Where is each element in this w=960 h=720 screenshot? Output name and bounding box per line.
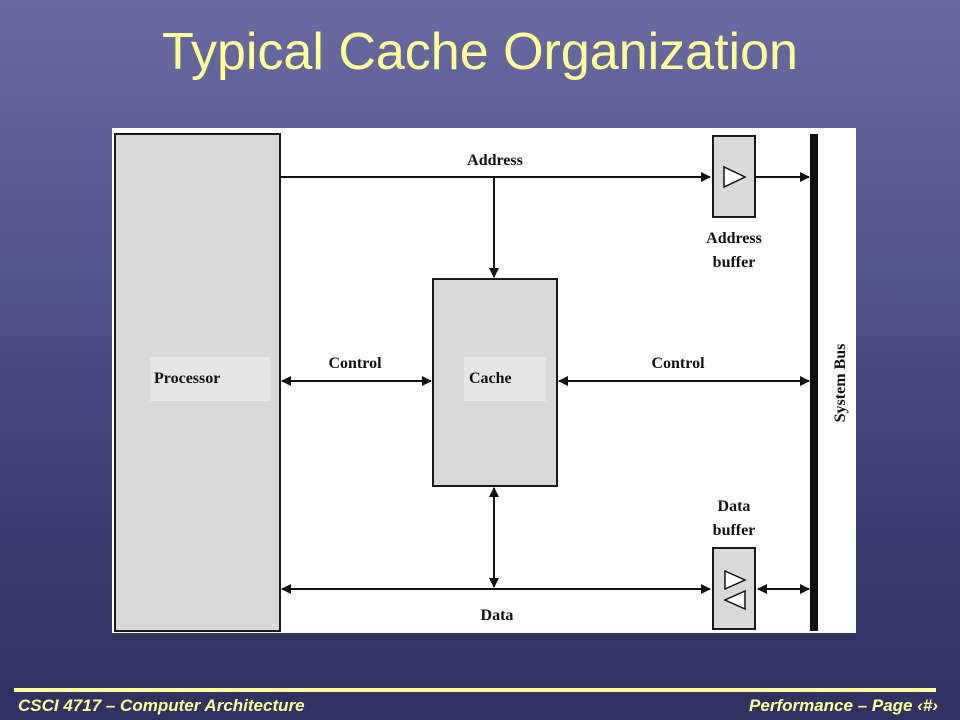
address-buffer-label-line2: buffer [713, 254, 756, 271]
control-right-label: Control [651, 355, 705, 372]
diagram-panel: Processor Cache Address buffer Data buff… [112, 128, 856, 633]
slide-title: Typical Cache Organization [162, 23, 798, 81]
data-buffer-right-triangle-icon [724, 569, 747, 591]
system-bus-bar [810, 134, 818, 631]
data-buffer-label-line2: buffer [713, 522, 756, 539]
data-buffer-label-line1: Data [718, 498, 751, 515]
cache-label-bg [464, 357, 546, 401]
data-buffer-block [712, 547, 756, 630]
system-bus-label: System Bus [832, 344, 849, 423]
footer-course: CSCI 4717 – Computer Architecture [18, 696, 305, 715]
address-buffer-triangle-icon [723, 165, 747, 189]
cache-label: Cache [469, 370, 512, 387]
processor-label-bg [150, 357, 270, 401]
cache-organization-diagram: Processor Cache Address buffer Data buff… [114, 133, 849, 632]
footer-page: Performance – Page ‹#› [749, 696, 938, 715]
control-left-label: Control [328, 355, 382, 372]
footer-rule [14, 688, 936, 692]
address-line-label: Address [467, 152, 523, 169]
address-buffer-label-line1: Address [706, 230, 762, 247]
processor-label: Processor [154, 370, 220, 387]
data-line-label: Data [481, 607, 514, 624]
data-buffer-left-triangle-icon [723, 589, 746, 611]
